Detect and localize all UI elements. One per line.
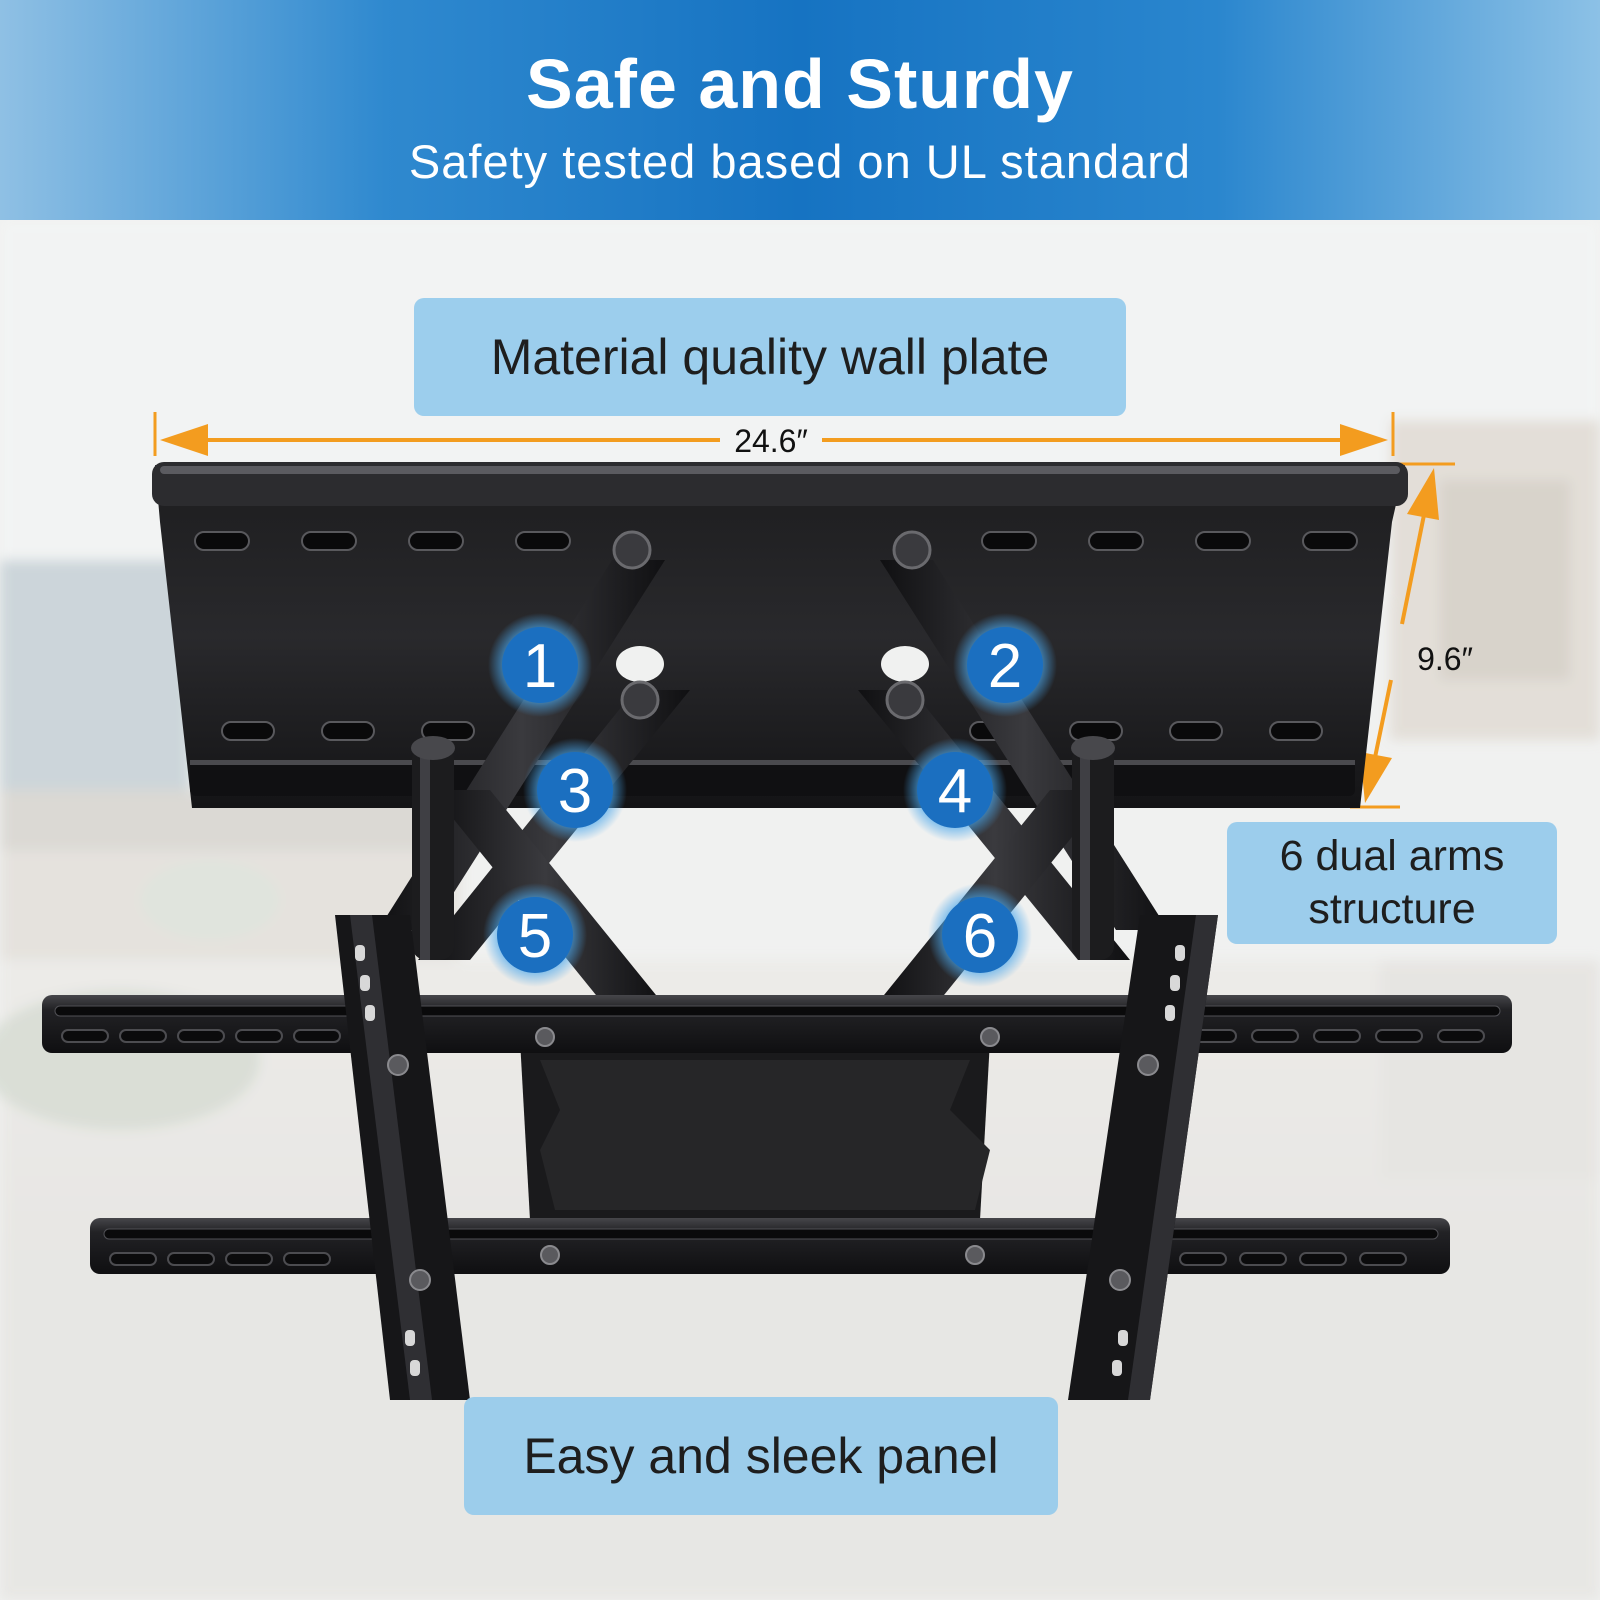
tv-screen-background bbox=[0, 560, 190, 790]
rail-slot bbox=[225, 1252, 273, 1266]
arrow-down-icon bbox=[1360, 752, 1392, 803]
rail-slot bbox=[293, 1029, 341, 1043]
bracket-hole bbox=[1112, 1360, 1122, 1376]
bracket-hole bbox=[1118, 1330, 1128, 1346]
arm-badge-1: 1 bbox=[488, 613, 592, 717]
bracket-hole bbox=[355, 945, 365, 961]
bracket-hole bbox=[365, 1005, 375, 1021]
rail-slot bbox=[235, 1029, 283, 1043]
bracket-hole bbox=[410, 1360, 420, 1376]
rail-slot bbox=[177, 1029, 225, 1043]
rail-slot bbox=[1359, 1252, 1407, 1266]
rail-slot bbox=[1251, 1029, 1299, 1043]
bracket-hole bbox=[1170, 975, 1180, 991]
arm-badge-number: 3 bbox=[558, 757, 592, 826]
arm-badge-6: 6 bbox=[928, 883, 1032, 987]
arm-badge-3: 3 bbox=[523, 738, 627, 842]
wall-plate-slot bbox=[221, 721, 275, 741]
rail-slot bbox=[167, 1252, 215, 1266]
banner-title: Safe and Sturdy bbox=[526, 45, 1074, 123]
arm-badge-5: 5 bbox=[483, 883, 587, 987]
dual-arms-callout-line1: 6 dual arms bbox=[1279, 832, 1505, 880]
rail-slot bbox=[1375, 1029, 1423, 1043]
rail-slot bbox=[1239, 1252, 1287, 1266]
arm-badge-number: 6 bbox=[963, 902, 997, 971]
header-banner: Safe and Sturdy Safety tested based on U… bbox=[0, 0, 1600, 220]
wall-plate-slot bbox=[408, 531, 464, 551]
bracket-hole bbox=[1165, 1005, 1175, 1021]
width-label: 24.6″ bbox=[734, 423, 808, 459]
arm-badge-number: 2 bbox=[988, 632, 1022, 701]
rail-slot bbox=[109, 1252, 157, 1266]
arm-badge-4: 4 bbox=[903, 738, 1007, 842]
dual-arms-callout: 6 dual arms structure bbox=[1227, 822, 1557, 944]
rail-slot bbox=[283, 1252, 331, 1266]
wall-plate-slot bbox=[981, 531, 1037, 551]
wall-plate-slot bbox=[1269, 721, 1323, 741]
bracket-hole bbox=[1175, 945, 1185, 961]
height-dimension: 9.6″ bbox=[1350, 462, 1473, 809]
wall-plate-slot bbox=[301, 531, 357, 551]
arm-badge-2: 2 bbox=[953, 613, 1057, 717]
wall-plate-slot bbox=[1088, 531, 1144, 551]
wall-plate-slot bbox=[194, 531, 250, 551]
rail-slot bbox=[1313, 1029, 1361, 1043]
wall-plate-slot bbox=[1195, 531, 1251, 551]
dual-arms-callout-line2: structure bbox=[1308, 885, 1476, 933]
bracket-hole bbox=[360, 975, 370, 991]
arrow-left-icon bbox=[160, 424, 208, 456]
banner-subtitle: Safety tested based on UL standard bbox=[408, 135, 1192, 188]
arrow-right-icon bbox=[1340, 424, 1388, 456]
arm-badge-number: 1 bbox=[523, 632, 557, 701]
rail-slot bbox=[1299, 1252, 1347, 1266]
rail-slot bbox=[61, 1029, 109, 1043]
arm-number-badges: 1 2 3 4 5 6 bbox=[483, 613, 1057, 987]
rail-slot bbox=[1179, 1252, 1227, 1266]
arm-badge-number: 4 bbox=[938, 757, 972, 826]
width-dimension: 24.6″ bbox=[153, 412, 1395, 459]
wall-plate bbox=[152, 462, 1408, 808]
arrow-up-icon bbox=[1407, 468, 1439, 520]
wall-plate-slot bbox=[1302, 531, 1358, 551]
panel-callout: Easy and sleek panel bbox=[464, 1397, 1058, 1515]
wall-plate-callout: Material quality wall plate bbox=[414, 298, 1126, 416]
arm-badge-number: 5 bbox=[518, 902, 552, 971]
tv-panel bbox=[42, 915, 1512, 1400]
rail-slot bbox=[1437, 1029, 1485, 1043]
rail-slot bbox=[119, 1029, 167, 1043]
wall-plate-slot bbox=[1169, 721, 1223, 741]
wall-plate-slot bbox=[321, 721, 375, 741]
height-label: 9.6″ bbox=[1417, 641, 1473, 677]
wall-plate-slot bbox=[515, 531, 571, 551]
bracket-hole bbox=[405, 1330, 415, 1346]
